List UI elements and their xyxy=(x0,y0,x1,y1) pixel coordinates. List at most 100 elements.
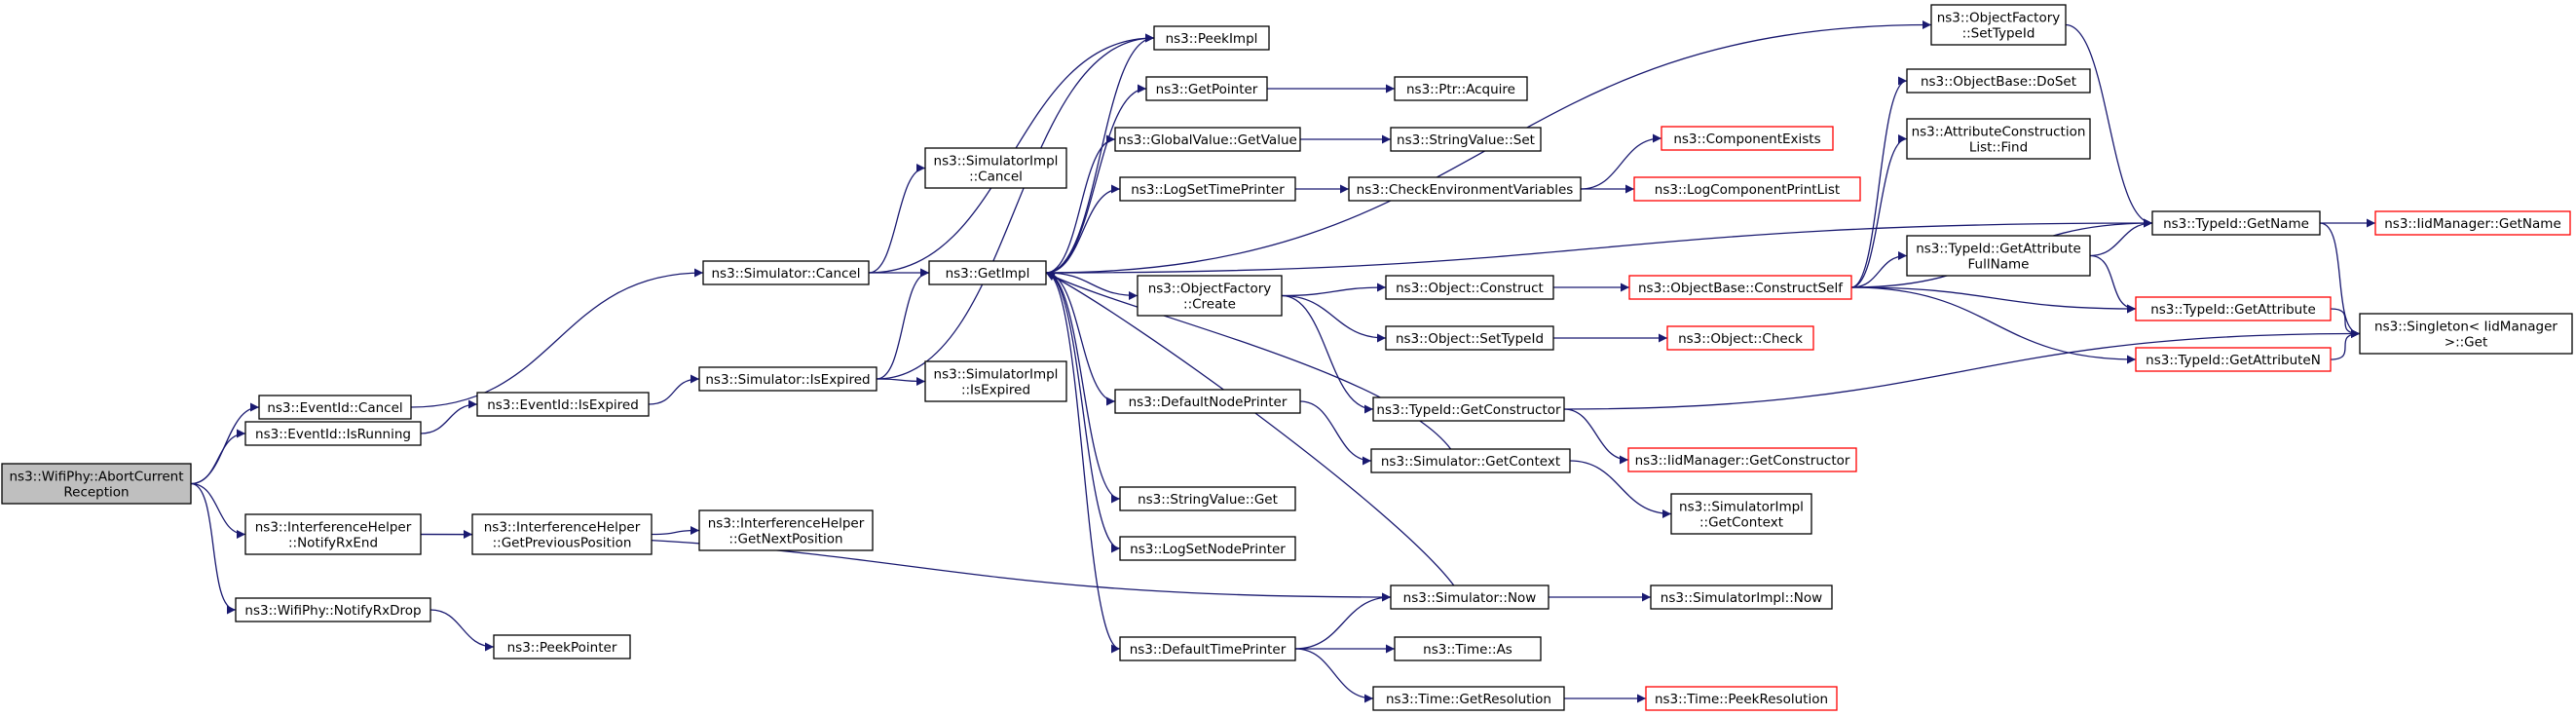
node-label: ns3::IidManager::GetName xyxy=(2384,216,2561,232)
node-sim-getcontext[interactable]: ns3::Simulator::GetContext xyxy=(1370,448,1571,473)
node-stringvalue-get[interactable]: ns3::StringValue::Get xyxy=(1119,486,1296,511)
node-label: ns3::WifiPhy::NotifyRxDrop xyxy=(244,603,421,619)
node-getpointer[interactable]: ns3::GetPointer xyxy=(1145,76,1268,101)
node-ih-getprevpos[interactable]: ns3::InterferenceHelper::GetPreviousPosi… xyxy=(471,513,653,555)
node-label: ::GetContext xyxy=(1699,515,1783,531)
node-typeid-getattributen[interactable]: ns3::TypeId::GetAttributeN xyxy=(2135,347,2332,372)
node-object-check[interactable]: ns3::Object::Check xyxy=(1666,325,1814,351)
edge-getimpl-to-stringvalue-get xyxy=(1045,272,1121,504)
edge-ih-getprevpos-to-ih-getnextpos xyxy=(651,526,700,536)
node-simimpl-cancel[interactable]: ns3::SimulatorImpl::Cancel xyxy=(924,147,1067,189)
node-box xyxy=(1114,389,1301,414)
node-objfactory-settypeid[interactable]: ns3::ObjectFactory::SetTypeId xyxy=(1930,4,2067,46)
node-label: ns3::CheckEnvironmentVariables xyxy=(1357,182,1574,198)
edge-objbase-constructself-to-objbase-doset xyxy=(1850,76,1908,288)
node-sim-now[interactable]: ns3::Simulator::Now xyxy=(1390,584,1549,610)
edge-objbase-constructself-to-typeid-getattributen xyxy=(1850,286,2137,364)
node-stringvalue-set[interactable]: ns3::StringValue::Set xyxy=(1390,127,1542,152)
node-sim-isexpired[interactable]: ns3::Simulator::IsExpired xyxy=(698,366,877,392)
node-time-peekresolution[interactable]: ns3::Time::PeekResolution xyxy=(1645,686,1838,711)
node-object-construct[interactable]: ns3::Object::Construct xyxy=(1385,275,1554,300)
edge-typeid-getattributen-to-singleton-get xyxy=(2330,329,2361,360)
node-defaulttimeprinter[interactable]: ns3::DefaultTimePrinter xyxy=(1119,636,1296,661)
node-typeid-getname[interactable]: ns3::TypeId::GetName xyxy=(2151,210,2321,236)
node-label: ns3::ObjectFactory xyxy=(1148,282,1272,297)
node-label: ::Cancel xyxy=(969,170,1023,185)
node-label: ns3::Ptr::Acquire xyxy=(1406,82,1515,97)
edge-sim-isexpired-to-simimpl-isexpired xyxy=(876,376,926,386)
node-ih-getnextpos[interactable]: ns3::InterferenceHelper::GetNextPosition xyxy=(698,509,874,551)
node-label: ns3::InterferenceHelper xyxy=(484,520,641,536)
node-box xyxy=(698,509,874,551)
edge-sim-cancel-to-simimpl-cancel xyxy=(868,164,926,274)
node-logsetnodeprinter[interactable]: ns3::LogSetNodePrinter xyxy=(1119,536,1296,561)
node-label: ns3::Object::Check xyxy=(1678,331,1803,347)
edge-typeid-getattrfullname-to-typeid-getname xyxy=(2089,218,2153,257)
node-time-getresolution[interactable]: ns3::Time::GetResolution xyxy=(1372,686,1565,711)
node-eventid-cancel[interactable]: ns3::EventId::Cancel xyxy=(258,395,412,420)
node-checkenvvars[interactable]: ns3::CheckEnvironmentVariables xyxy=(1348,176,1582,202)
node-label: ns3::AttributeConstruction xyxy=(1912,125,2086,140)
node-getimpl[interactable]: ns3::GetImpl xyxy=(928,260,1047,285)
node-ih-notifyrxend[interactable]: ns3::InterferenceHelper::NotifyRxEnd xyxy=(244,513,422,555)
node-defaultnodeprinter[interactable]: ns3::DefaultNodePrinter xyxy=(1114,389,1301,414)
node-box xyxy=(1153,25,1270,51)
node-sim-cancel[interactable]: ns3::Simulator::Cancel xyxy=(702,260,870,285)
node-logsettimeprinter[interactable]: ns3::LogSetTimePrinter xyxy=(1119,176,1296,202)
node-box xyxy=(1,463,192,505)
node-box xyxy=(1666,325,1814,351)
node-label: ns3::LogSetTimePrinter xyxy=(1131,182,1285,198)
node-label: ns3::IidManager::GetConstructor xyxy=(1635,453,1850,469)
node-objfactory-create[interactable]: ns3::ObjectFactory::Create xyxy=(1137,275,1283,317)
node-label: ns3::PeekPointer xyxy=(507,640,617,656)
node-ptr-acquire[interactable]: ns3::Ptr::Acquire xyxy=(1394,76,1528,101)
node-label: ns3::EventId::IsRunning xyxy=(255,427,411,442)
node-object-settypeid[interactable]: ns3::Object::SetTypeId xyxy=(1385,325,1554,351)
node-iidmanager-getname[interactable]: ns3::IidManager::GetName xyxy=(2374,210,2571,236)
node-box xyxy=(1145,76,1268,101)
edge-objfactory-create-to-object-settypeid xyxy=(1281,294,1387,343)
edge-wifiphy-notifyrxdrop-to-peekpointer xyxy=(429,609,495,652)
node-label: ::SetTypeId xyxy=(1962,26,2035,42)
edge-getimpl-to-logsetnodeprinter xyxy=(1045,272,1121,553)
node-wifiphy-notifyrxdrop[interactable]: ns3::WifiPhy::NotifyRxDrop xyxy=(235,597,431,622)
node-label: >::Get xyxy=(2445,335,2487,351)
node-label: ns3::SimulatorImpl xyxy=(934,367,1059,383)
edge-typeid-getconstructor-to-singleton-get xyxy=(1563,329,2361,410)
node-simimpl-getcontext[interactable]: ns3::SimulatorImpl::GetContext xyxy=(1670,493,1812,535)
node-logcomponentprintlist[interactable]: ns3::LogComponentPrintList xyxy=(1633,176,1861,202)
node-box xyxy=(244,513,422,555)
edge-sim-getcontext-to-simimpl-getcontext xyxy=(1569,460,1672,518)
edge-getimpl-to-objfactory-create xyxy=(1045,272,1139,300)
edge-sim-now-to-getimpl xyxy=(1045,272,1455,586)
node-typeid-getconstructor[interactable]: ns3::TypeId::GetConstructor xyxy=(1372,396,1565,422)
edge-root-to-wifiphy-notifyrxdrop xyxy=(190,482,237,615)
node-label: ns3::Simulator::IsExpired xyxy=(705,372,870,388)
node-globalvalue-getvalue[interactable]: ns3::GlobalValue::GetValue xyxy=(1114,127,1301,152)
node-box xyxy=(476,392,650,417)
node-componentexists[interactable]: ns3::ComponentExists xyxy=(1661,126,1834,151)
node-time-as[interactable]: ns3::Time::As xyxy=(1394,636,1542,661)
node-box xyxy=(1348,176,1582,202)
node-eventid-isexpired[interactable]: ns3::EventId::IsExpired xyxy=(476,392,650,417)
node-simimpl-isexpired[interactable]: ns3::SimulatorImpl::IsExpired xyxy=(924,360,1067,402)
node-eventid-isrunning[interactable]: ns3::EventId::IsRunning xyxy=(244,421,422,446)
edge-eventid-isexpired-to-sim-isexpired xyxy=(648,374,700,405)
node-peekpointer[interactable]: ns3::PeekPointer xyxy=(493,634,631,659)
node-box xyxy=(1628,275,1852,300)
node-objbase-constructself[interactable]: ns3::ObjectBase::ConstructSelf xyxy=(1628,275,1852,300)
node-label: ns3::ComponentExists xyxy=(1673,132,1820,147)
node-objbase-doset[interactable]: ns3::ObjectBase::DoSet xyxy=(1906,68,2091,94)
nodes-layer: ns3::WifiPhy::AbortCurrentReceptionns3::… xyxy=(1,4,2573,711)
node-simimpl-now[interactable]: ns3::SimulatorImpl::Now xyxy=(1650,584,1833,610)
node-typeid-getattribute[interactable]: ns3::TypeId::GetAttribute xyxy=(2135,296,2332,321)
node-iidmanager-getconstructor[interactable]: ns3::IidManager::GetConstructor xyxy=(1627,447,1857,472)
node-label: ns3::TypeId::GetName xyxy=(2163,216,2309,232)
node-singleton-get[interactable]: ns3::Singleton< IidManager>::Get xyxy=(2359,313,2573,355)
node-peekimpl[interactable]: ns3::PeekImpl xyxy=(1153,25,1270,51)
node-box xyxy=(1119,536,1296,561)
